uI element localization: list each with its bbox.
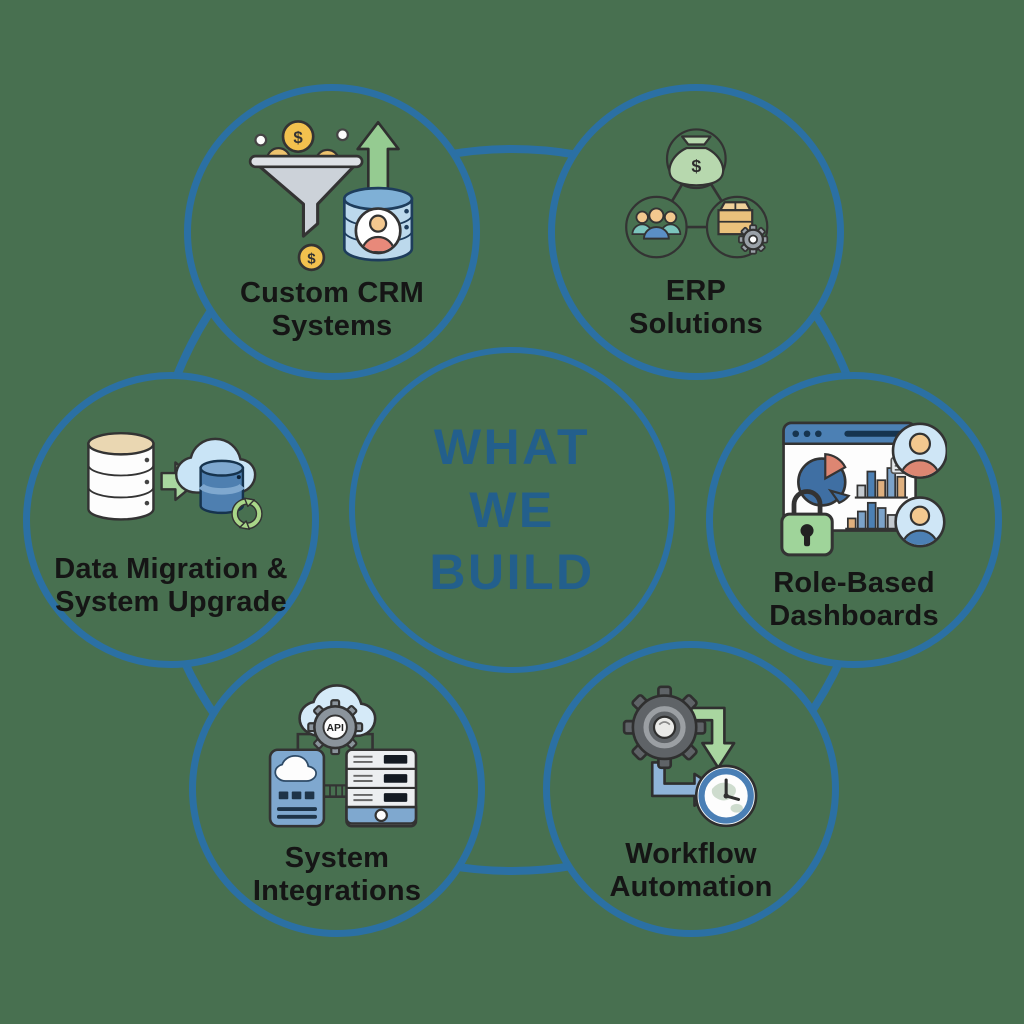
money-people-package-modules-icon: $	[624, 128, 769, 259]
node-system-integrations: API System Integratio	[189, 641, 485, 937]
flow-arrow-down-icon	[689, 706, 735, 770]
node-custom-crm-systems: $ $	[184, 84, 480, 380]
svg-text:$: $	[691, 156, 701, 176]
node-label: Custom CRM Systems	[239, 277, 425, 342]
gear-arrows-clock-icon	[622, 685, 757, 828]
svg-text:$: $	[294, 128, 304, 147]
growth-arrow-icon	[356, 121, 400, 195]
api-gear-icon: API	[306, 699, 363, 756]
source-database-icon	[87, 431, 156, 521]
center-circle: WHAT WE BUILD	[349, 347, 675, 673]
dollar-coin-icon: $	[281, 120, 315, 154]
access-lock-icon	[779, 489, 834, 557]
package-box-icon	[717, 201, 754, 236]
bar-chart-icon	[844, 501, 900, 530]
bubble-icon	[254, 133, 268, 147]
dollar-coin-icon: $	[297, 243, 326, 272]
database-to-cloud-migration-icon	[87, 431, 264, 530]
node-label: Workflow Automation	[609, 838, 773, 903]
node-workflow-automation: Workflow Automation	[543, 641, 839, 937]
node-role-based-dashboards: Role-Based Dashboards	[706, 372, 1002, 668]
money-bag-icon: $	[668, 135, 724, 187]
user-avatar-icon	[893, 496, 946, 548]
diagram-title: WHAT WE BUILD	[429, 419, 595, 601]
node-label: ERP Solutions	[629, 275, 763, 340]
server-rack-icon	[344, 748, 417, 828]
node-erp-solutions: $	[548, 84, 844, 380]
funnel-icon	[248, 154, 364, 238]
dashboard-lock-users-icon	[779, 421, 948, 557]
node-label: Data Migration & System Upgrade	[54, 553, 288, 618]
node-label: System Integrations	[252, 842, 422, 907]
node-data-migration-upgrade: Data Migration & System Upgrade	[23, 372, 319, 668]
user-avatar-icon	[891, 422, 948, 479]
automation-gear-icon	[622, 685, 706, 770]
device-icon	[268, 748, 325, 828]
gear-icon	[737, 224, 768, 255]
people-group-icon	[631, 207, 681, 240]
svg-text:API: API	[326, 723, 343, 734]
svg-text:$: $	[307, 251, 316, 268]
api-cloud-device-server-icon: API	[268, 684, 417, 828]
refresh-icon	[231, 497, 264, 530]
bar-chart-icon	[854, 467, 908, 499]
node-label: Role-Based Dashboards	[769, 567, 939, 632]
sales-funnel-crm-database-icon: $ $	[248, 120, 414, 272]
cloud-database-icon	[199, 459, 246, 515]
crm-database-icon	[343, 186, 414, 262]
bubble-icon	[336, 128, 350, 142]
schedule-clock-icon	[694, 764, 757, 828]
